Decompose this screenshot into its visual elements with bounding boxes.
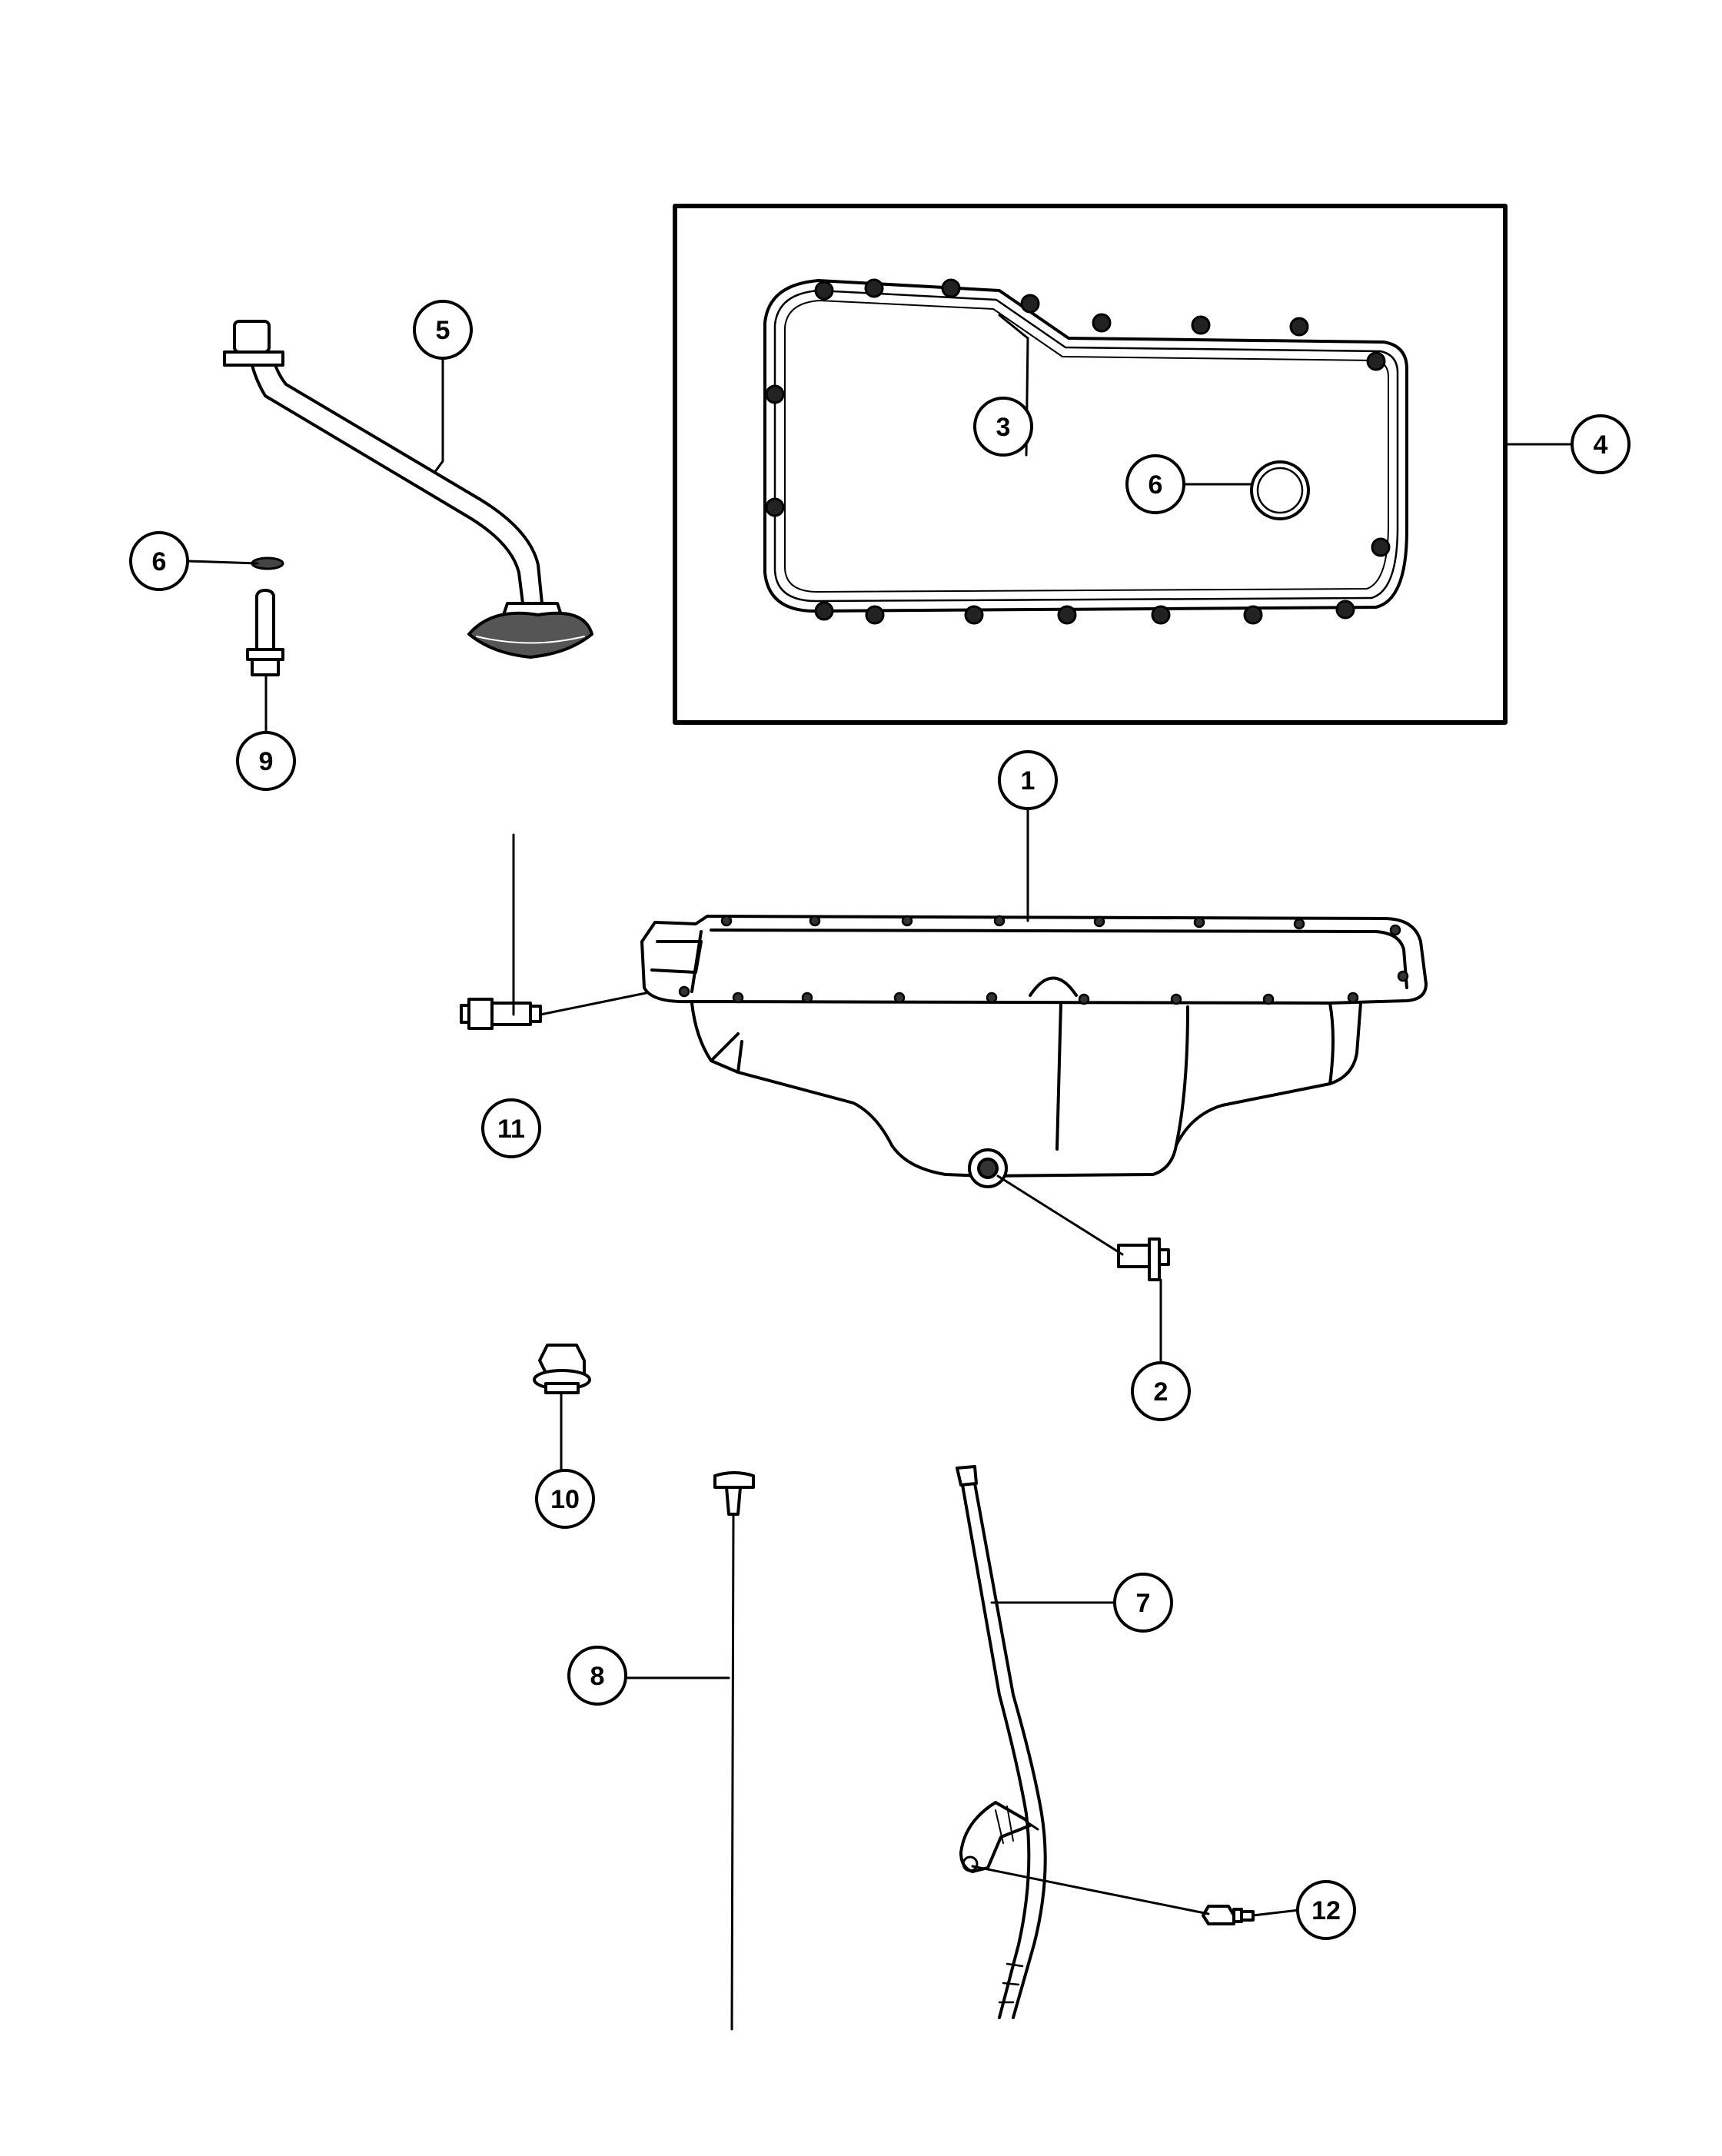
oil-pan [640,915,1428,1188]
inset-frame [673,204,1508,725]
callout-6-inset: 6 [1125,454,1185,514]
callout-6-left-label: 6 [152,547,167,576]
callout-10: 10 [535,1469,595,1529]
callout-12-label: 12 [1311,1896,1341,1925]
callout-9-label: 9 [259,747,274,776]
pan-bolt [460,998,542,1030]
callout-8-label: 8 [590,1662,605,1691]
drain-plug [1117,1237,1170,1281]
callout-5-label: 5 [436,316,450,345]
dipstick [713,1471,755,2031]
callout-10-label: 10 [550,1485,580,1514]
callout-4-label: 4 [1594,430,1608,460]
callout-1-label: 1 [1021,766,1036,796]
callout-1: 1 [998,750,1058,810]
o-ring-seal [1250,460,1310,520]
mounting-stud [246,589,284,676]
callout-6-left: 6 [129,531,189,591]
dipstick-tube [956,1465,1047,2019]
callout-3: 3 [973,397,1033,457]
callout-12: 12 [1296,1880,1356,1940]
callout-3-label: 3 [996,413,1011,442]
oil-pickup-tube [223,320,593,659]
callout-6-inset-label: 6 [1149,470,1163,500]
callout-9: 9 [236,731,296,791]
oil-pan-gasket [763,279,1408,613]
callout-5: 5 [413,300,473,360]
leader-lines [187,314,1574,1917]
callout-4: 4 [1571,414,1631,474]
callout-7-label: 7 [1136,1589,1151,1618]
gasket-kit-inset [673,204,1508,725]
flange-nut [533,1344,591,1394]
callout-8: 8 [567,1646,627,1706]
callout-2: 2 [1131,1361,1191,1421]
callout-11: 11 [481,1098,541,1158]
callout-2-label: 2 [1154,1377,1168,1407]
bracket-bolt [1202,1905,1255,1925]
callouts: 1 2 3 4 5 6 6 7 8 9 10 11 12 [129,300,1631,1940]
callout-7: 7 [1113,1573,1173,1633]
gasket-bolt-holes [765,278,1391,625]
callout-11-label: 11 [497,1115,525,1144]
